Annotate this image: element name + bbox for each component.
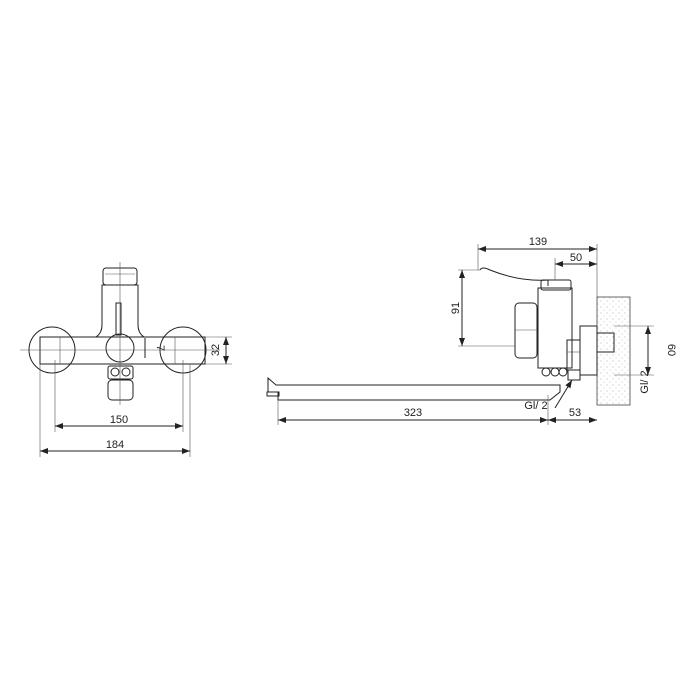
aerator xyxy=(266,391,280,397)
thread-leader xyxy=(554,379,573,409)
nozzle-nut xyxy=(107,365,134,380)
dim-184: 184 xyxy=(106,439,124,451)
cartridge-cap xyxy=(540,279,572,291)
dim-53: 53 xyxy=(569,407,581,419)
thread-label-bottom: Gl/ 2 xyxy=(524,400,547,412)
dim-323: 323 xyxy=(404,407,422,419)
dim-139: 139 xyxy=(529,236,547,248)
dim-91: 91 xyxy=(450,302,462,314)
eccentric-thread xyxy=(567,369,581,381)
dim-50: 50 xyxy=(570,252,582,264)
wall-flange xyxy=(579,325,598,376)
diverter-slot xyxy=(115,302,122,336)
dim-7: 7 xyxy=(154,345,166,351)
front-view: 150 184 7 32 xyxy=(20,262,232,457)
side-view: 139 50 91 60 Gl/ 2 323 53 Gl/ 2 xyxy=(266,236,677,425)
thread-label-wall: Gl/ 2 xyxy=(639,370,651,393)
body-bar xyxy=(39,336,206,365)
eccentric-nut xyxy=(566,339,581,371)
dim-32: 32 xyxy=(210,344,222,356)
nozzle xyxy=(107,379,134,401)
dim-60: 60 xyxy=(665,344,677,356)
diverter-knob xyxy=(514,302,538,359)
spout xyxy=(267,376,561,401)
lever xyxy=(479,267,549,286)
dim-150: 150 xyxy=(110,414,128,426)
